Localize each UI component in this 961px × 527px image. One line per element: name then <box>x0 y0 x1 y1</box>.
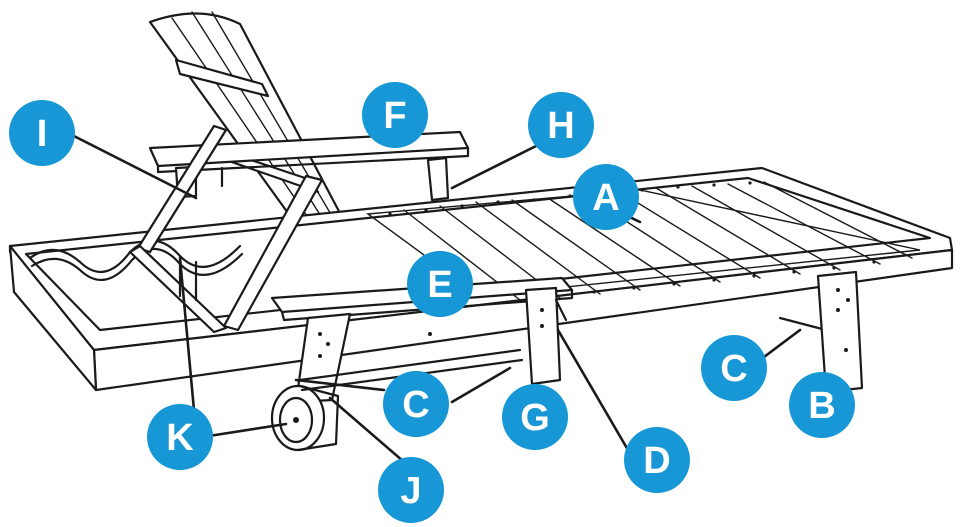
seat-frame <box>8 166 954 392</box>
callout-c-right: C <box>701 335 767 401</box>
callout-f: F <box>362 82 428 148</box>
callout-i: I <box>9 100 75 166</box>
callout-d-label: D <box>643 440 670 482</box>
leg-b <box>816 270 864 394</box>
callout-f-label: F <box>383 95 406 137</box>
callout-b-label: B <box>808 385 835 427</box>
callout-j-label: J <box>400 470 421 512</box>
callout-i-label: I <box>37 113 48 155</box>
callout-b: B <box>789 372 855 438</box>
callout-k: K <box>147 404 213 470</box>
callout-a: A <box>573 164 639 230</box>
callout-g: G <box>502 384 568 450</box>
callout-h-label: H <box>547 105 574 147</box>
callout-c-left-label: C <box>402 384 429 426</box>
callout-h: H <box>528 92 594 158</box>
back-support-frame <box>128 124 324 334</box>
callout-e-label: E <box>427 264 452 306</box>
leg-g <box>524 286 568 386</box>
callout-j: J <box>378 457 444 523</box>
callout-g-label: G <box>520 397 550 439</box>
callout-a-label: A <box>592 177 619 219</box>
callout-c-right-label: C <box>720 348 747 390</box>
callout-e: E <box>407 251 473 317</box>
callout-k-label: K <box>166 417 194 459</box>
callout-d: D <box>624 427 690 493</box>
callout-c-left: C <box>383 371 449 437</box>
